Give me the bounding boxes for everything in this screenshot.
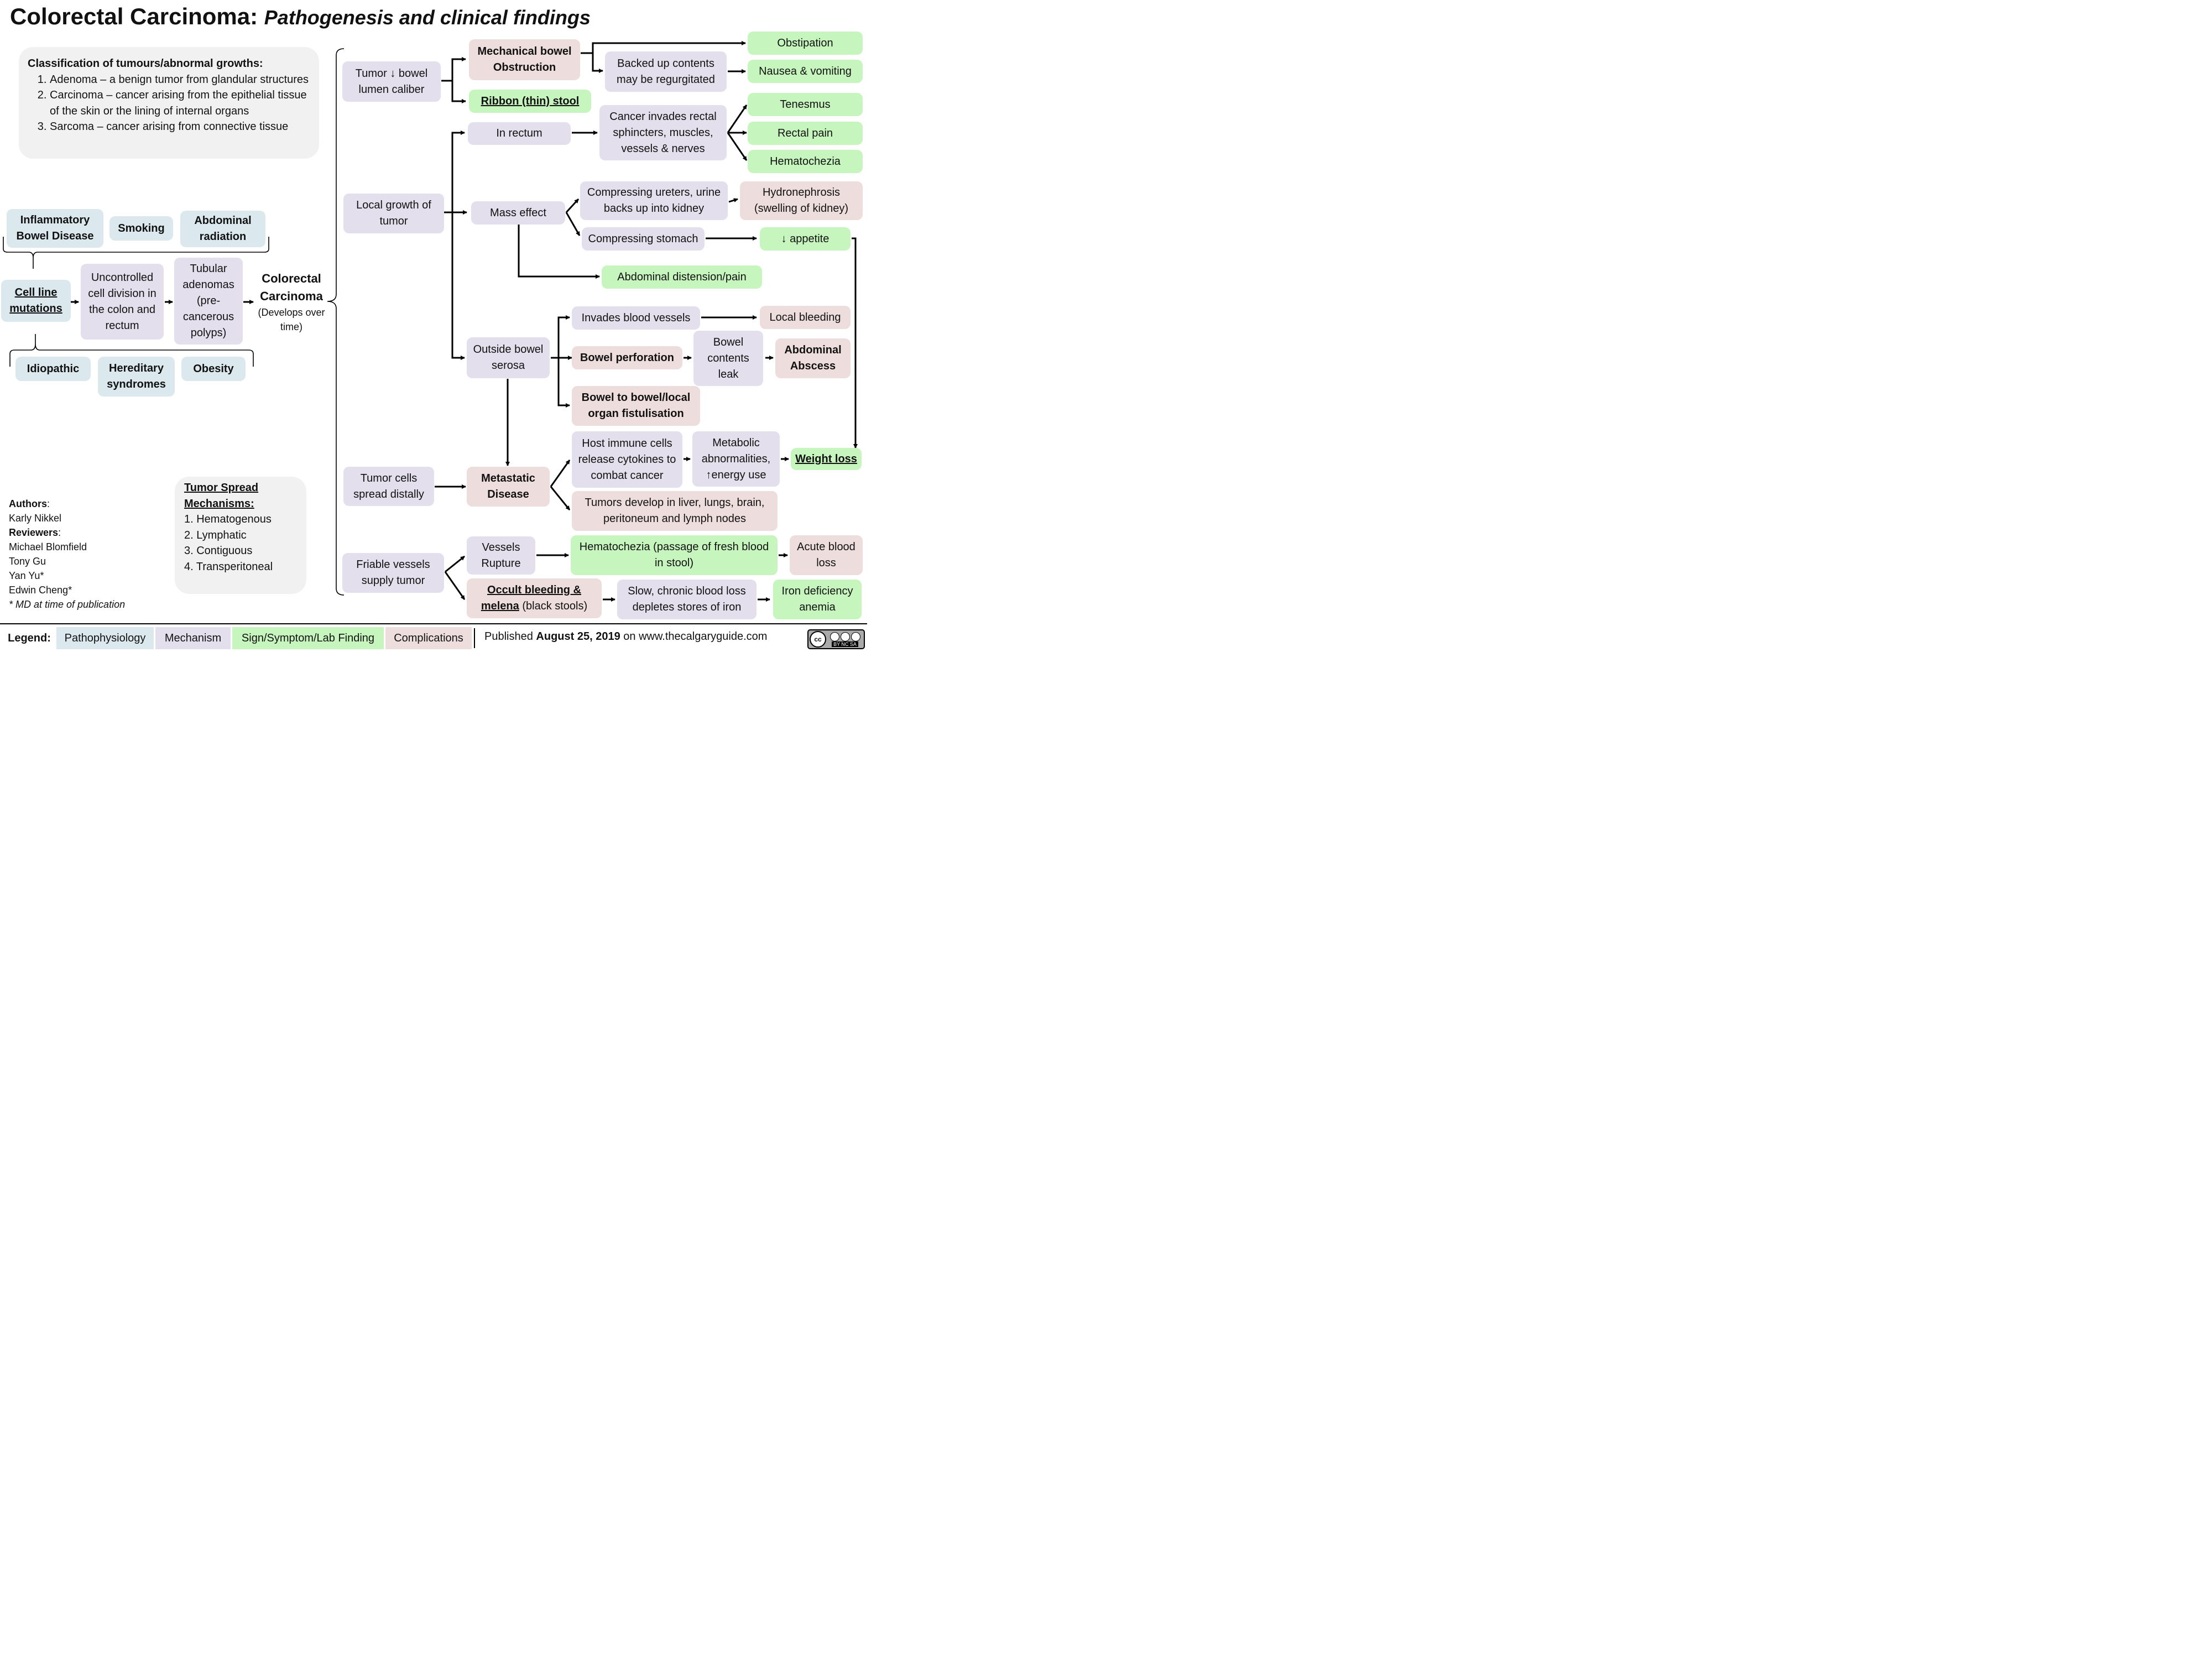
author-name: Karly Nikkel [9, 513, 62, 524]
classification-item: Sarcoma – cancer arising from connective… [50, 119, 311, 135]
tumor-spread-heading: Tumor Spread Mechanisms: [184, 482, 259, 510]
tenesmus-box: Tenesmus [748, 93, 863, 116]
obesity-box: Obesity [181, 357, 246, 381]
colorectal-carcinoma-label: Colorectal Carcinoma (Develops over time… [255, 269, 327, 335]
hereditary-syndromes-box: Hereditary syndromes [98, 357, 175, 397]
local-growth-box: Local growth of tumor [343, 194, 444, 233]
credits: Authors: Karly Nikkel Reviewers: Michael… [9, 497, 125, 612]
reviewers-label: Reviewers [9, 527, 59, 538]
published-site: on www.thecalgaryguide.com [623, 630, 768, 643]
compressing-stomach-box: Compressing stomach [582, 227, 705, 251]
classification-list: Adenoma – a benign tumor from glandular … [28, 72, 311, 135]
legend-label: Legend: [8, 632, 51, 644]
occult-bleeding-label: Occult bleeding & melena [481, 584, 582, 612]
acute-blood-loss-box: Acute blood loss [790, 535, 863, 575]
nausea-vomiting-box: Nausea & vomiting [748, 60, 863, 83]
abdominal-radiation-box: Abdominal radiation [180, 211, 265, 247]
friable-vessels-box: Friable vessels supply tumor [342, 553, 444, 593]
cc-license-text: BY NC SA [832, 641, 858, 647]
reviewers-line: Reviewers: [9, 527, 61, 538]
hydronephrosis-box: Hydronephrosis (swelling of kidney) [740, 181, 863, 220]
published-prefix: Published [484, 630, 533, 643]
legend-complications: Complications [385, 627, 472, 649]
reviewer-name: Tony Gu [9, 556, 46, 567]
occult-bleeding-note: (black stools) [522, 600, 588, 612]
hematochezia-fresh-box: Hematochezia (passage of fresh blood in … [571, 535, 778, 575]
colorectal-carcinoma-title: Colorectal Carcinoma [260, 272, 323, 303]
obstipation-box: Obstipation [748, 32, 863, 55]
fistulisation-box: Bowel to bowel/local organ fistulisation [572, 386, 700, 426]
occult-bleeding-box: Occult bleeding & melena (black stools) [467, 578, 602, 618]
tumor-lumen-box: Tumor ↓ bowel lumen caliber [342, 61, 441, 102]
credits-note: * MD at time of publication [9, 599, 126, 610]
legend-mechanism: Mechanism [155, 627, 231, 649]
compressing-ureters-box: Compressing ureters, urine backs up into… [580, 181, 728, 220]
cell-line-mutations-box: Cell line mutations [1, 280, 71, 322]
appetite-box: ↓ appetite [760, 227, 851, 251]
abdominal-distension-box: Abdominal distension/pain [602, 265, 762, 289]
classification-item: Adenoma – a benign tumor from glandular … [50, 72, 311, 88]
rectal-pain-box: Rectal pain [748, 122, 863, 145]
idiopathic-box: Idiopathic [15, 357, 91, 381]
slow-chronic-loss-box: Slow, chronic blood loss depletes stores… [617, 580, 757, 619]
bowel-contents-leak-box: Bowel contents leak [693, 331, 763, 386]
tubular-adenomas-box: Tubular adenomas (pre-cancerous polyps) [174, 258, 243, 345]
mechanical-obstruction-box: Mechanical bowel Obstruction [469, 39, 580, 80]
invades-blood-vessels-box: Invades blood vessels [572, 306, 700, 330]
colorectal-carcinoma-note: (Develops over time) [258, 307, 325, 332]
local-bleeding-box: Local bleeding [760, 306, 851, 329]
abdominal-abscess-box: Abdominal Abscess [775, 338, 851, 378]
tumor-spread-item: 4. Transperitoneal [184, 560, 273, 573]
page-title: Colorectal Carcinoma: Pathogenesis and c… [10, 3, 591, 30]
legend-sign-symptom: Sign/Symptom/Lab Finding [232, 627, 384, 649]
published-date: August 25, 2019 [536, 630, 620, 643]
title-main: Colorectal Carcinoma: [10, 3, 258, 29]
reviewer-name: Edwin Cheng* [9, 585, 72, 596]
tumor-spread-item: 2. Lymphatic [184, 529, 247, 541]
metastatic-disease-box: Metastatic Disease [467, 467, 550, 507]
title-sub: Pathogenesis and clinical findings [264, 6, 591, 29]
tumor-spread-item: 3. Contiguous [184, 545, 253, 557]
outside-serosa-box: Outside bowel serosa [467, 337, 550, 378]
hematochezia-box: Hematochezia [748, 150, 863, 173]
mass-effect-box: Mass effect [471, 201, 565, 225]
legend-pathophysiology: Pathophysiology [56, 627, 154, 649]
tumor-cells-spread-box: Tumor cells spread distally [343, 467, 434, 506]
uncontrolled-division-box: Uncontrolled cell division in the colon … [81, 264, 164, 340]
invades-rectal-box: Cancer invades rectal sphincters, muscle… [599, 105, 727, 160]
host-immune-box: Host immune cells release cytokines to c… [572, 431, 682, 488]
ribbon-stool-box: Ribbon (thin) stool [469, 90, 591, 113]
connector-layer [0, 41, 867, 648]
inflammatory-bowel-disease-box: Inflammatory Bowel Disease [7, 209, 103, 248]
smoking-box: Smoking [109, 216, 173, 241]
in-rectum-box: In rectum [468, 122, 571, 145]
tumors-develop-box: Tumors develop in liver, lungs, brain, p… [572, 491, 778, 531]
bowel-perforation-box: Bowel perforation [572, 346, 682, 369]
publication-line: Published August 25, 2019 on www.thecalg… [484, 630, 767, 643]
reviewer-name: Michael Blomfield [9, 541, 87, 552]
classification-heading: Classification of tumours/abnormal growt… [28, 58, 263, 70]
classification-item: Carcinoma – cancer arising from the epit… [50, 87, 311, 119]
vessels-rupture-box: Vessels Rupture [467, 536, 535, 575]
iron-deficiency-box: Iron deficiency anemia [773, 580, 862, 619]
authors-label: Authors [9, 498, 47, 509]
reviewer-name: Yan Yu* [9, 570, 44, 581]
classification-box: Classification of tumours/abnormal growt… [19, 47, 319, 159]
tumor-spread-item: 1. Hematogenous [184, 513, 272, 525]
backed-up-box: Backed up contents may be regurgitated [605, 51, 727, 92]
cc-license-icon: cc BY NC SA [807, 629, 865, 649]
weight-loss-box: Weight loss [791, 448, 862, 470]
tumor-spread-box: Tumor Spread Mechanisms: 1. Hematogenous… [175, 477, 306, 594]
metabolic-abnormalities-box: Metabolic abnormalities, ↑energy use [692, 431, 780, 487]
authors-line: Authors: [9, 498, 50, 509]
